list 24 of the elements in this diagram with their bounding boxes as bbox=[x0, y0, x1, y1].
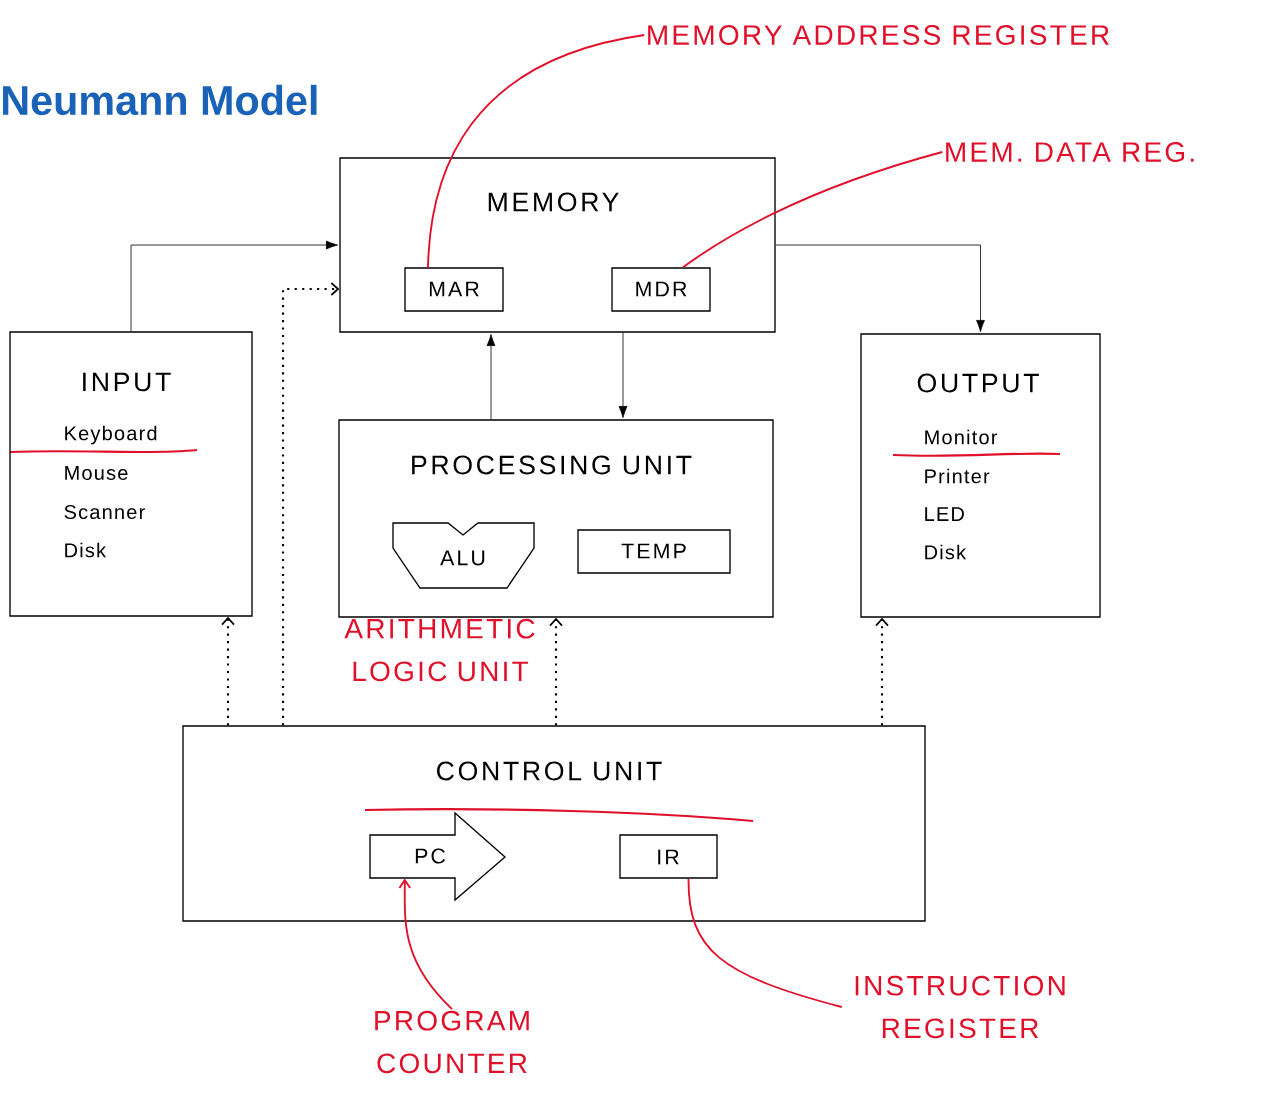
input-box: INPUT Keyboard Mouse Scanner Disk bbox=[9, 331, 253, 617]
register-box: IR bbox=[619, 834, 718, 879]
title: Neumann Model bbox=[3, 84, 317, 116]
arrow bbox=[549, 617, 563, 726]
output-box: OUTPUT Monitor Printer LED Disk bbox=[860, 333, 1101, 618]
arrow bbox=[398, 878, 453, 1011]
arrow bbox=[281, 282, 340, 726]
arrow bbox=[486, 334, 496, 420]
leader-line bbox=[682, 151, 944, 269]
annotation: ARITHMETIC LOGIC UNIT bbox=[344, 618, 535, 682]
register-box: TEMP bbox=[577, 529, 731, 574]
register-box: MAR bbox=[404, 267, 504, 312]
register-box: MDR bbox=[611, 267, 711, 312]
annotation: MEMORY ADDRESS REGISTER bbox=[648, 25, 1109, 45]
leader-line bbox=[687, 877, 843, 1008]
arrow bbox=[130, 240, 338, 332]
arrow bbox=[618, 332, 628, 418]
arrow bbox=[775, 244, 985, 332]
leader-line bbox=[427, 34, 646, 269]
arrow bbox=[221, 616, 235, 726]
arrow bbox=[875, 617, 889, 726]
annotation: MEM. DATA REG. bbox=[946, 142, 1194, 162]
annotation: PROGRAM COUNTER bbox=[375, 1010, 529, 1074]
annotation: INSTRUCTION REGISTER bbox=[855, 975, 1065, 1039]
